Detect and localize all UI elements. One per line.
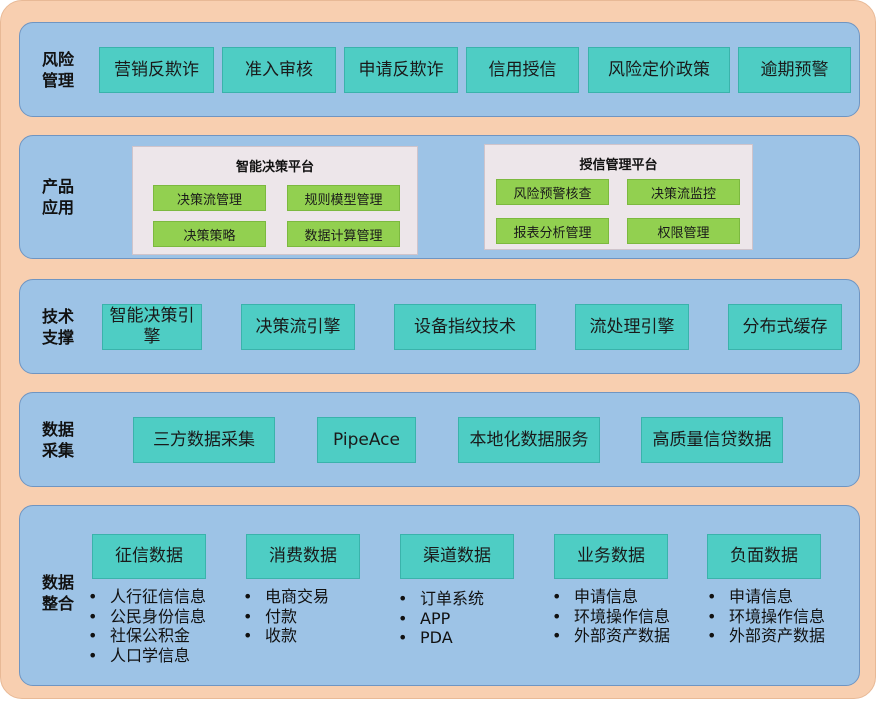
panel-item: 规则模型管理 (287, 185, 400, 211)
layer-label: 数据 采集 (42, 420, 75, 460)
list-item: PDA (396, 628, 484, 648)
list-item: 人口学信息 (86, 646, 206, 666)
panel-item: 数据计算管理 (287, 221, 400, 247)
list-item: 申请信息 (550, 587, 670, 607)
panel-item: 决策策略 (153, 221, 266, 247)
integrate-list-business: 申请信息 环境操作信息 外部资产数据 (550, 587, 670, 646)
list-item: 外部资产数据 (550, 626, 670, 646)
risk-item-admission-review: 准入审核 (222, 47, 336, 93)
risk-item-risk-pricing: 风险定价政策 (588, 47, 730, 93)
panel-title: 授信管理平台 (579, 158, 658, 173)
list-item: 环境操作信息 (705, 607, 825, 627)
risk-item-overdue-warning: 逾期预警 (738, 47, 851, 93)
integrate-group-business: 业务数据 (554, 534, 668, 579)
panel-credit-management-platform: 授信管理平台 风险预警核查 决策流监控 报表分析管理 权限管理 (484, 144, 753, 250)
tech-item-distributed-cache: 分布式缓存 (728, 304, 842, 350)
tech-item-flow-engine: 决策流引擎 (241, 304, 355, 350)
collect-item-quality-credit-data: 高质量信贷数据 (641, 417, 783, 463)
list-item: 订单系统 (396, 589, 484, 609)
integrate-group-consumption: 消费数据 (246, 534, 360, 579)
list-item: APP (396, 609, 484, 629)
panel-item: 权限管理 (627, 218, 740, 244)
layer-data-collection: 数据 采集 三方数据采集 PipeAce 本地化数据服务 高质量信贷数据 (19, 392, 860, 487)
list-item: 公民身份信息 (86, 607, 206, 627)
collect-item-third-party: 三方数据采集 (133, 417, 275, 463)
list-item: 收款 (241, 626, 329, 646)
collect-item-pipeace: PipeAce (317, 417, 416, 463)
layer-data-integration: 数据 整合 征信数据 人行征信信息 公民身份信息 社保公积金 人口学信息 消费数… (19, 505, 860, 686)
integrate-group-negative: 负面数据 (707, 534, 821, 579)
panel-title: 智能决策平台 (235, 160, 314, 175)
list-item: 环境操作信息 (550, 607, 670, 627)
integrate-group-credit: 征信数据 (92, 534, 206, 579)
panel-item: 报表分析管理 (496, 218, 609, 244)
layer-label: 数据 整合 (42, 573, 75, 613)
list-item: 社保公积金 (86, 626, 206, 646)
risk-item-application-antifraud: 申请反欺诈 (344, 47, 458, 93)
list-item: 付款 (241, 607, 329, 627)
risk-item-credit-grant: 信用授信 (466, 47, 579, 93)
risk-item-marketing-antifraud: 营销反欺诈 (99, 47, 214, 93)
layer-label: 产品 应用 (42, 177, 75, 217)
integrate-list-channel: 订单系统 APP PDA (396, 589, 484, 648)
tech-item-stream-engine: 流处理引擎 (575, 304, 689, 350)
layer-technical-support: 技术 支撑 智能决策引擎 决策流引擎 设备指纹技术 流处理引擎 分布式缓存 (19, 279, 860, 374)
integrate-list-credit: 人行征信信息 公民身份信息 社保公积金 人口学信息 (86, 587, 206, 665)
layer-label: 风险 管理 (42, 50, 75, 90)
panel-item: 决策流管理 (153, 185, 266, 211)
layer-risk-management: 风险 管理 营销反欺诈 准入审核 申请反欺诈 信用授信 风险定价政策 逾期预警 (19, 22, 860, 117)
integrate-list-negative: 申请信息 环境操作信息 外部资产数据 (705, 587, 825, 646)
list-item: 电商交易 (241, 587, 329, 607)
tech-item-device-fingerprint: 设备指纹技术 (394, 304, 536, 350)
collect-item-local-data-service: 本地化数据服务 (458, 417, 600, 463)
list-item: 人行征信信息 (86, 587, 206, 607)
list-item: 外部资产数据 (705, 626, 825, 646)
panel-item: 决策流监控 (627, 179, 740, 205)
integrate-list-consumption: 电商交易 付款 收款 (241, 587, 329, 646)
tech-item-decision-engine: 智能决策引擎 (102, 304, 202, 350)
list-item: 申请信息 (705, 587, 825, 607)
layer-product-application: 产品 应用 智能决策平台 决策流管理 规则模型管理 决策策略 数据计算管理 授信… (19, 135, 860, 259)
layer-label: 技术 支撑 (42, 307, 75, 347)
panel-item: 风险预警核查 (496, 179, 609, 205)
integrate-group-channel: 渠道数据 (400, 534, 514, 579)
panel-intelligent-decision-platform: 智能决策平台 决策流管理 规则模型管理 决策策略 数据计算管理 (132, 146, 418, 255)
